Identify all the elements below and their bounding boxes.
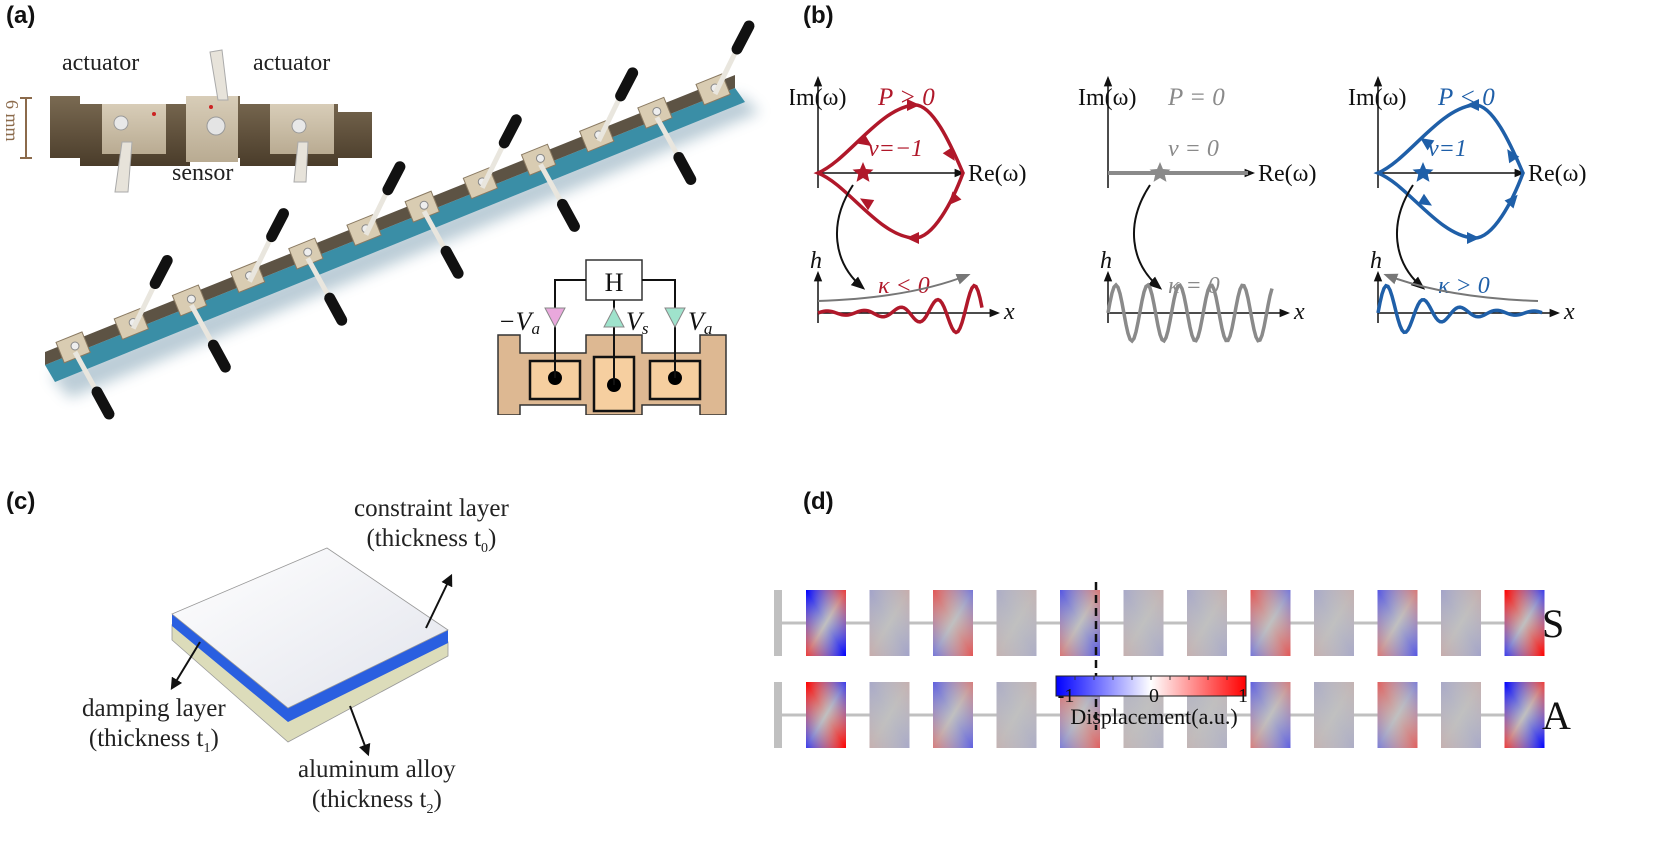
- star-eigenvalue-icon: [852, 162, 874, 182]
- mode-label: A: [1542, 693, 1571, 738]
- re-axis-label: Re(ω): [1528, 161, 1586, 187]
- im-axis-label: Im(ω): [1348, 85, 1406, 111]
- beam-unit-cell: [637, 96, 697, 185]
- im-axis-label: Im(ω): [1078, 85, 1136, 111]
- wave-curve: [817, 283, 984, 335]
- damping-layer: [172, 614, 448, 722]
- star-eigenvalue-icon: [1412, 162, 1434, 182]
- damping-layer-label: damping layer (thickness t1): [82, 695, 226, 756]
- beam-unit-cell: [462, 114, 522, 200]
- wave-curve: [1376, 283, 1543, 335]
- winding-number-label: ν=−1: [868, 136, 923, 162]
- star-eigenvalue-icon: [1149, 162, 1171, 182]
- constraint-layer-label: constraint layer (thickness t0): [354, 495, 509, 556]
- panel-label-b: (b): [803, 2, 834, 29]
- mode-label: S: [1542, 601, 1564, 646]
- x-axis-label: x: [1563, 299, 1575, 325]
- im-axis-label: Im(ω): [790, 85, 846, 111]
- direction-arrow-icon: [1466, 99, 1479, 111]
- label-actuator-right: actuator: [253, 50, 331, 76]
- direction-arrow-icon: [857, 133, 872, 146]
- direction-arrow-icon: [1507, 149, 1520, 164]
- colorbar-title: Displacement(a.u.): [1070, 704, 1237, 729]
- beam-unit-cell: [113, 255, 173, 341]
- panel-a-illustration: [20, 20, 760, 420]
- va-label: Va: [688, 307, 712, 338]
- x-axis-label: x: [1293, 299, 1305, 325]
- spectrum-loop: [1373, 103, 1525, 240]
- label-actuator-left: actuator: [62, 50, 140, 76]
- direction-arrow-icon: [948, 191, 962, 206]
- beam-unit-cell: [695, 20, 755, 106]
- beam-unit-cell: [404, 190, 464, 279]
- mode-row-S: S: [774, 590, 1564, 656]
- neg-va-label: −Va: [498, 307, 540, 338]
- beam-unit-cell: [288, 237, 348, 326]
- mapping-arrow: [1396, 184, 1426, 290]
- neg-va-amplifier-icon: [544, 307, 566, 329]
- constraint-layer: [171, 547, 449, 709]
- h-axis-label: h: [1370, 248, 1382, 274]
- re-axis-label: Re(ω): [968, 161, 1026, 187]
- direction-arrow-icon: [1504, 194, 1518, 209]
- h-axis-label: h: [1100, 248, 1112, 274]
- panel-label-c: (c): [6, 488, 36, 515]
- vs-amplifier-icon: [603, 306, 625, 328]
- circuit-schematic: H −Va Vs Va: [497, 259, 727, 415]
- direction-arrow-icon: [1466, 232, 1480, 245]
- panel-label-a: (a): [6, 2, 36, 29]
- panel-d-mode-shapes: S A -1 0 1 Displacement(a.u.): [774, 582, 1571, 748]
- scale-bar-label: 6 mm: [2, 100, 22, 142]
- controller-label: H: [605, 268, 624, 297]
- beam-unit-cell: [520, 143, 580, 232]
- direction-arrow-icon: [907, 99, 920, 111]
- beam-unit-cell: [171, 284, 231, 373]
- beam-unit-cell: [346, 161, 406, 247]
- unit-cell-photo: [20, 49, 372, 193]
- beam-unit-cell: [579, 67, 639, 153]
- colorbar-mid-label: 0: [1149, 685, 1159, 707]
- vs-label: Vs: [626, 307, 649, 338]
- beam-unit-cell: [55, 331, 115, 420]
- mapping-arrow: [836, 184, 866, 290]
- re-axis-label: Re(ω): [1258, 161, 1316, 187]
- spectrum-loop: [813, 103, 965, 240]
- va-amplifier-icon: [664, 307, 686, 329]
- amplification-arrow: [817, 273, 971, 302]
- colorbar-min-label: -1: [1058, 685, 1075, 707]
- direction-arrow-icon: [1417, 193, 1432, 206]
- wave-curve: [1106, 282, 1274, 344]
- panel-c-layer-diagram: [170, 547, 453, 757]
- winding-number-label: ν = 0: [1168, 136, 1219, 162]
- beam-unit-cell: [229, 208, 290, 294]
- direction-arrow-icon: [860, 198, 875, 211]
- beam-photo: [45, 20, 760, 420]
- panel-label-d: (d): [803, 488, 834, 515]
- winding-number-label: ν=1: [1428, 136, 1467, 162]
- mapping-arrow: [1133, 184, 1163, 290]
- condition-label: P = 0: [1167, 84, 1225, 111]
- direction-arrow-icon: [942, 146, 955, 161]
- direction-arrow-icon: [906, 231, 920, 244]
- aluminum-alloy-label: aluminum alloy (thickness t2): [298, 756, 456, 817]
- label-sensor: sensor: [172, 160, 234, 186]
- mode-row-A: A: [774, 682, 1571, 748]
- h-axis-label: h: [810, 248, 822, 274]
- x-axis-label: x: [1003, 299, 1015, 325]
- decay-arrow: [1383, 273, 1539, 302]
- direction-arrow-icon: [1420, 138, 1435, 151]
- colorbar-max-label: 1: [1238, 685, 1248, 707]
